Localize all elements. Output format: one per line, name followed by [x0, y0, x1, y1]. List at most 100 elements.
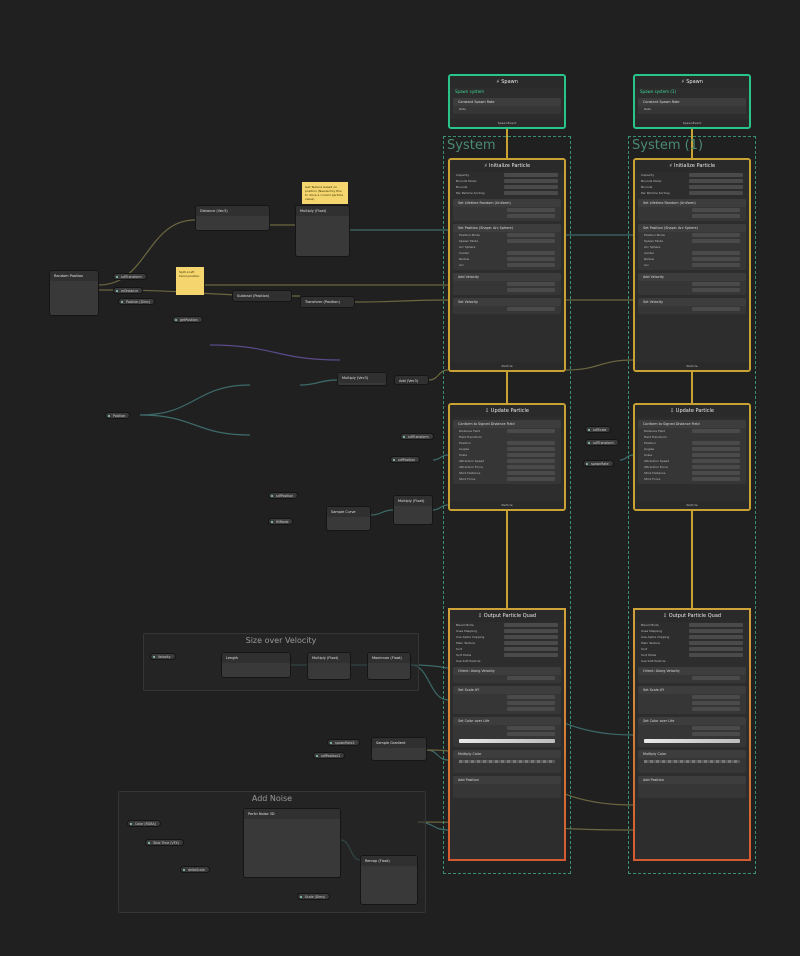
property-fill-mode[interactable]: fillMode: [268, 518, 294, 525]
spawn-context-1[interactable]: ⚡ Spawn Spawn system (1) Constant Spawn …: [633, 74, 751, 129]
node-multiply-vec3[interactable]: Multiply (Vec3): [337, 372, 387, 386]
output-icon: ⇩: [662, 613, 669, 619]
system-name[interactable]: Spawn system (1): [640, 89, 677, 94]
sorting-field[interactable]: Per Particle Sorting: [635, 190, 749, 196]
property-right-6[interactable]: sdfPosition2: [313, 752, 346, 759]
block-title: Orient: Along Velocity: [453, 667, 561, 675]
context-header: ⚡ Spawn: [635, 76, 749, 88]
capacity-field[interactable]: Capacity: [635, 172, 749, 178]
block-title: Orient: Along Velocity: [638, 667, 746, 675]
context-title: Output Particle Quad: [668, 613, 722, 619]
node-transform[interactable]: Transform (Position): [300, 296, 355, 308]
property-total-time[interactable]: Total Time (VFX): [145, 839, 184, 846]
group-title: Add Noise: [251, 794, 293, 803]
bolt-icon: ⚡: [681, 79, 687, 85]
block-multiply-color[interactable]: Multiply Color: [453, 750, 561, 773]
sorting-field[interactable]: Per Particle Sorting: [450, 190, 564, 196]
property-delta-scale[interactable]: deltaScale: [180, 866, 210, 873]
property-position[interactable]: Position: [105, 412, 131, 419]
node-title: Remap (Float): [361, 856, 417, 866]
node-perlin-noise[interactable]: Perlin Noise 3D: [243, 808, 341, 878]
block-add-position[interactable]: Add Position: [638, 776, 746, 798]
block-color-over-life[interactable]: Set Color over Life: [453, 717, 561, 747]
system-frame-0[interactable]: System: [443, 136, 571, 874]
node-multiply-c[interactable]: Multiply (Float): [393, 495, 433, 525]
block-add-velocity[interactable]: Add Velocity: [453, 273, 561, 295]
node-length[interactable]: Length: [221, 652, 291, 678]
block-conform-sdf[interactable]: Conform to Signed Distance Field Distanc…: [453, 420, 561, 484]
spawn-context-0[interactable]: ⚡ Spawn Spawn system Constant Spawn Rate…: [448, 74, 566, 129]
block-position-sphere[interactable]: Set Position (Shape: Arc Sphere) Positio…: [638, 224, 746, 270]
sticky-note-texture[interactable]: Get Texture based on position (Needed by…: [302, 182, 348, 204]
block-set-velocity[interactable]: Set Velocity: [453, 298, 561, 314]
property-distance[interactable]: mDistance: [113, 287, 144, 294]
node-title: Multiply (Float): [308, 653, 350, 663]
block-title: Set Velocity: [453, 298, 561, 306]
block-conform-sdf[interactable]: Conform to Signed Distance Field Distanc…: [638, 420, 746, 484]
update-context-0[interactable]: ⇩ Update Particle Conform to Signed Dist…: [448, 403, 566, 511]
property-sdf-position[interactable]: sdfPosition: [268, 492, 299, 499]
update-context-1[interactable]: ⇩ Update Particle Conform to Signed Dist…: [633, 403, 751, 511]
block-title: Constant Spawn Rate: [453, 98, 561, 106]
output-context-0[interactable]: ⇩ Output Particle Quad Blend Mode Uses M…: [448, 608, 566, 861]
capacity-field[interactable]: Capacity: [450, 172, 564, 178]
block-scale[interactable]: Set Scale.XY: [453, 686, 561, 714]
rate-field[interactable]: Rate: [638, 106, 746, 112]
bounds-mode-field[interactable]: Bounds Mode: [635, 178, 749, 184]
color-field[interactable]: [459, 760, 555, 763]
property-right-4[interactable]: spawnRate: [583, 460, 614, 467]
bounds-field[interactable]: Bounds: [635, 184, 749, 190]
property-position-dims[interactable]: Position (Dims): [118, 298, 156, 305]
block-scale[interactable]: Set Scale.XY: [638, 686, 746, 714]
property-right-5[interactable]: spawnRate2: [327, 739, 360, 746]
context-footer: SpawnEvent: [635, 119, 749, 127]
output-context-1[interactable]: ⇩ Output Particle Quad Blend Mode Uses M…: [633, 608, 751, 861]
property-color[interactable]: Color (RGBA): [127, 820, 161, 827]
bounds-mode-field[interactable]: Bounds Mode: [450, 178, 564, 184]
node-maximum[interactable]: Maximum (Float): [367, 652, 411, 680]
bounds-field[interactable]: Bounds: [450, 184, 564, 190]
block-set-velocity[interactable]: Set Velocity: [638, 298, 746, 314]
system-name[interactable]: Spawn system: [455, 89, 485, 94]
node-remap[interactable]: Remap (Float): [360, 855, 418, 905]
sticky-note-split[interactable]: Split a left hand position: [176, 267, 204, 295]
block-constant-rate[interactable]: Constant Spawn Rate Rate: [453, 98, 561, 114]
output-icon: ⇩: [477, 613, 484, 619]
node-distance[interactable]: Distance (Vec3): [195, 205, 270, 231]
block-orient[interactable]: Orient: Along Velocity: [638, 667, 746, 683]
rate-field[interactable]: Rate: [453, 106, 561, 112]
initialize-context-0[interactable]: ⚡ Initialize Particle Capacity Bounds Mo…: [448, 158, 566, 372]
property-right-2[interactable]: sdfScale: [585, 426, 612, 433]
block-add-velocity[interactable]: Add Velocity: [638, 273, 746, 295]
block-constant-rate[interactable]: Constant Spawn Rate Rate: [638, 98, 746, 114]
node-multiply-a[interactable]: Multiply (Float): [295, 205, 350, 257]
property-get-position[interactable]: getPosition: [172, 316, 203, 323]
node-multiply-b[interactable]: Multiply (Float): [307, 652, 351, 680]
node-sample-curve[interactable]: Sample Curve: [326, 506, 371, 531]
block-position-sphere[interactable]: Set Position (Shape: Arc Sphere) Positio…: [453, 224, 561, 270]
wire-12: [139, 384, 251, 416]
node-random-position[interactable]: Random Position: [49, 270, 99, 316]
color-field[interactable]: [644, 760, 740, 763]
system-frame-1[interactable]: System (1): [628, 136, 756, 874]
node-subtract[interactable]: Subtract (Position): [232, 290, 292, 302]
property-right-1[interactable]: sdfPosition: [390, 456, 421, 463]
node-sample-gradient[interactable]: Sample Gradient: [371, 737, 427, 761]
initialize-context-1[interactable]: ⚡ Initialize Particle Capacity Bounds Mo…: [633, 158, 751, 372]
property-right-0[interactable]: sdfTransform: [400, 433, 434, 440]
wire-6: [98, 219, 196, 286]
block-lifetime[interactable]: Set Lifetime Random (Uniform): [453, 199, 561, 221]
block-multiply-color[interactable]: Multiply Color: [638, 750, 746, 773]
block-lifetime[interactable]: Set Lifetime Random (Uniform): [638, 199, 746, 221]
block-color-over-life[interactable]: Set Color over Life: [638, 717, 746, 747]
property-velocity[interactable]: Velocity: [150, 653, 176, 660]
block-orient[interactable]: Orient: Along Velocity: [453, 667, 561, 683]
gradient-field[interactable]: [644, 739, 740, 743]
node-add-vec3[interactable]: Add (Vec3): [394, 375, 429, 385]
property-right-7[interactable]: Scale (Dims): [297, 893, 331, 900]
block-add-position[interactable]: Add Position: [453, 776, 561, 798]
property-sdf-transform[interactable]: sdfTransform: [113, 273, 147, 280]
property-right-3[interactable]: sdfTransform: [585, 439, 619, 446]
block-title: Add Velocity: [453, 273, 561, 281]
gradient-field[interactable]: [459, 739, 555, 743]
